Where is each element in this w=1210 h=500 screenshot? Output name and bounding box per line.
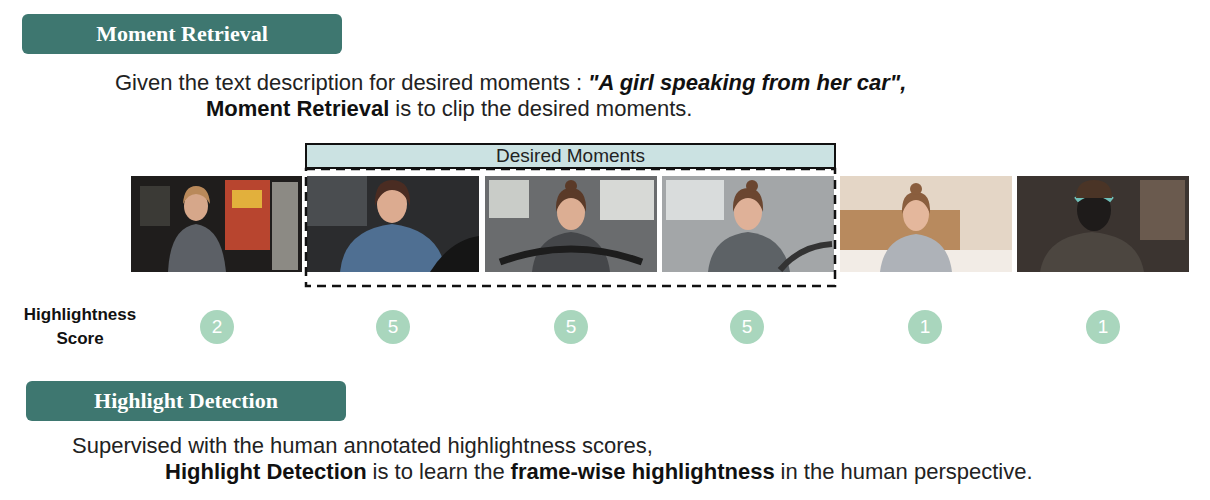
description-line: Supervised with the human annotated high… xyxy=(72,433,653,459)
video-frame xyxy=(131,176,302,272)
text-label: Moment Retrieval xyxy=(206,96,389,121)
score-circle: 1 xyxy=(1086,310,1120,344)
video-frame xyxy=(307,176,479,272)
description-line: Moment Retrievalis to clip the desired m… xyxy=(206,96,692,122)
text-label: "A girl speaking from her car", xyxy=(588,70,906,95)
video-frame xyxy=(1017,176,1189,272)
description-line: Given the text description for desired m… xyxy=(115,70,906,96)
text-label: frame-wise highlightness xyxy=(511,459,775,484)
node-label: Moment Retrieval xyxy=(96,21,268,47)
score-circle: 5 xyxy=(376,310,410,344)
text-label: in the human perspective. xyxy=(781,459,1033,484)
score-circle: 5 xyxy=(730,310,764,344)
description-line: Highlight Detectionis to learn theframe-… xyxy=(165,459,1033,485)
score-circle: 1 xyxy=(908,310,942,344)
video-frame xyxy=(662,176,834,272)
score-number: 5 xyxy=(388,316,399,338)
score-number: 2 xyxy=(212,316,223,338)
score-number: 1 xyxy=(920,316,931,338)
text-label: Supervised with the human annotated high… xyxy=(72,433,653,458)
moment-bar: Desired Moments xyxy=(305,143,836,169)
score-circle: 2 xyxy=(200,310,234,344)
node-label: Desired Moments xyxy=(496,145,645,167)
text-label: is to clip the desired moments. xyxy=(395,96,692,121)
section-header: Highlight Detection xyxy=(26,381,346,421)
section-header: Moment Retrieval xyxy=(22,14,342,54)
score-number: 1 xyxy=(1098,316,1109,338)
score-number: 5 xyxy=(566,316,577,338)
text-label: Given the text description for desired m… xyxy=(115,70,582,95)
text-label: is to learn the xyxy=(373,459,505,484)
axis-label: Highlightness Score xyxy=(10,303,150,351)
score-number: 5 xyxy=(742,316,753,338)
moment-bracket xyxy=(306,169,835,286)
score-circle: 5 xyxy=(554,310,588,344)
video-frame xyxy=(840,176,1012,272)
node-label: Highlight Detection xyxy=(94,388,278,414)
video-frame xyxy=(485,176,657,272)
text-label: Highlight Detection xyxy=(165,459,367,484)
text-label: Highlightness Score xyxy=(24,305,136,348)
